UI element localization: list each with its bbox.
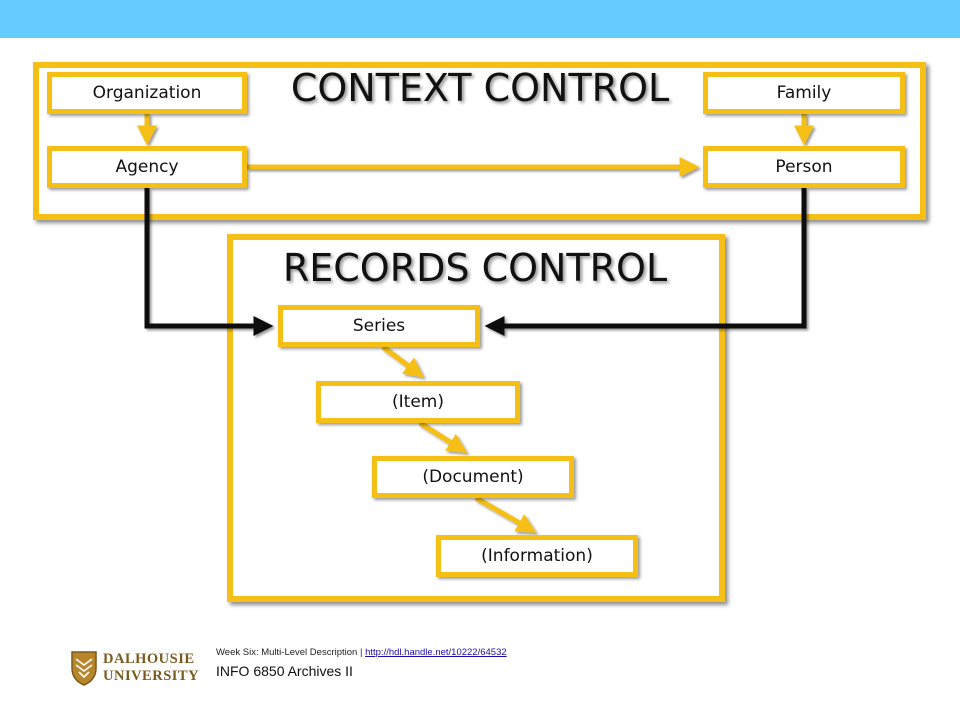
edge-series-item [381, 344, 425, 378]
context-control-group [33, 62, 926, 220]
node-item: (Item) [316, 381, 520, 423]
edge-document-information [474, 495, 537, 533]
logo-line-2: UNIVERSITY [103, 668, 200, 684]
node-document: (Document) [372, 456, 574, 498]
footer-course-title: INFO 6850 Archives II [216, 663, 353, 679]
node-person: Person [703, 146, 905, 188]
edge-person-series [484, 188, 807, 336]
records-control-group [227, 234, 725, 602]
node-information: (Information) [436, 535, 638, 577]
edge-item-document [418, 420, 468, 454]
records-control-title: RECORDS CONTROL [282, 246, 668, 290]
citation-text: Week Six: Multi-Level Description | [216, 647, 366, 658]
footer-citation: Week Six: Multi-Level Description | http… [216, 647, 507, 658]
node-series: Series [278, 305, 480, 347]
citation-link[interactable]: http://hdl.handle.net/10222/64532 [365, 647, 507, 658]
node-organization: Organization [47, 72, 247, 114]
context-control-title: CONTEXT CONTROL [290, 66, 670, 110]
dalhousie-crest-icon [71, 651, 97, 686]
logo-line-1: DALHOUSIE [103, 651, 195, 667]
dalhousie-university-logo: DALHOUSIE UNIVERSITY [70, 648, 200, 688]
header-bar [0, 0, 960, 38]
node-agency: Agency [47, 146, 247, 188]
node-family: Family [703, 72, 905, 114]
edge-agency-series [144, 188, 274, 336]
